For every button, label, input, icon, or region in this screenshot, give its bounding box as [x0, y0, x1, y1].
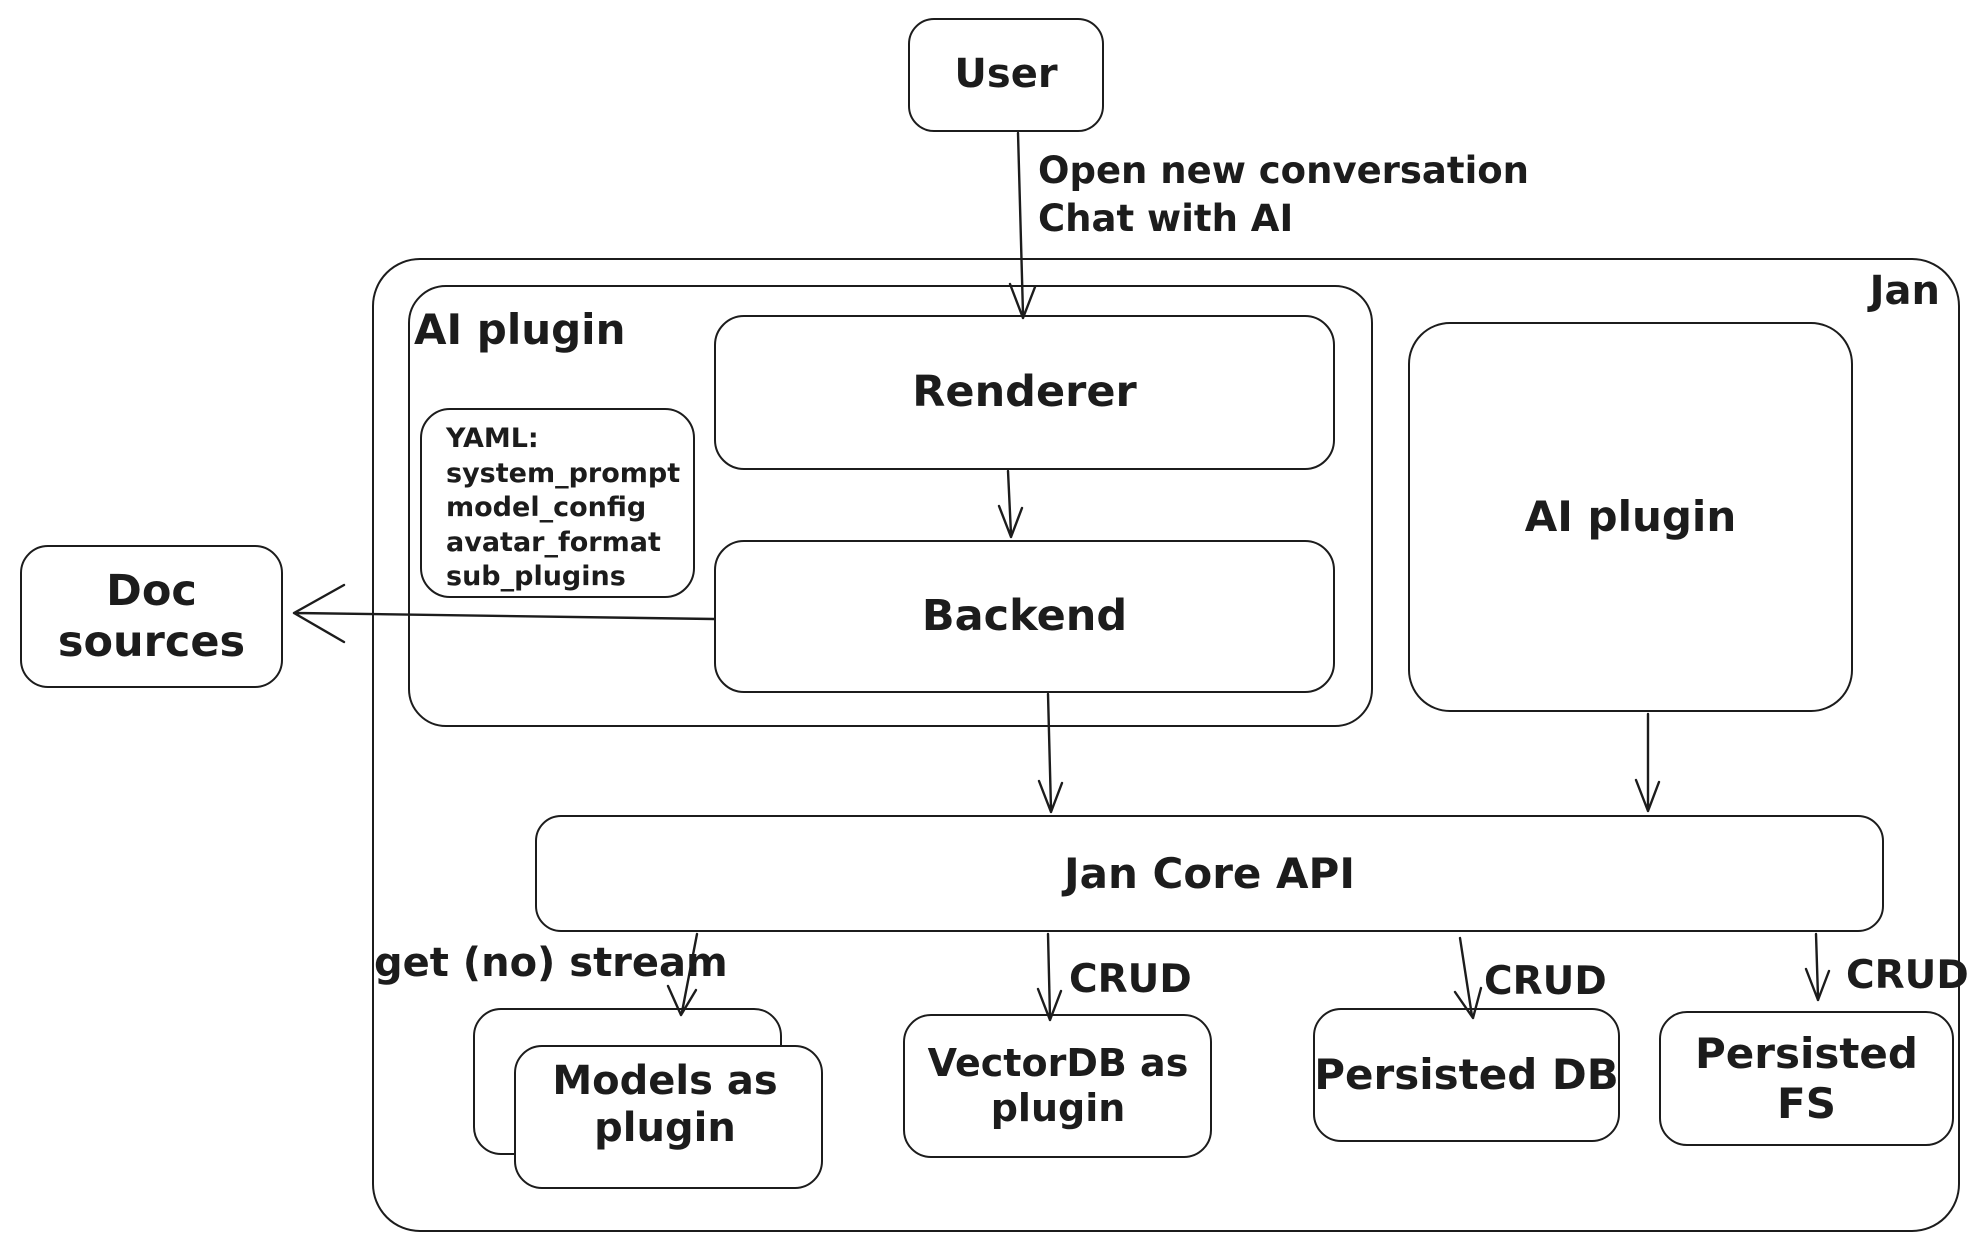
node-ai-plugin-right — [1408, 322, 1853, 712]
yaml-note-line: model_config — [446, 492, 647, 524]
yaml-note-text: YAML: system_prompt model_config avatar_… — [446, 422, 680, 595]
yaml-note-line: avatar_format — [446, 526, 661, 558]
node-user — [908, 18, 1104, 132]
backend-label: Backend — [921, 591, 1128, 642]
edge-label-chat-with-ai: Chat with AI — [1038, 197, 1294, 240]
edge-label-crud-vectordb: CRUD — [1069, 957, 1192, 1002]
edge-label-crud-persisted-db: CRUD — [1484, 959, 1607, 1004]
node-persisted-db — [1313, 1008, 1620, 1142]
node-yaml-note — [420, 408, 695, 598]
ai-plugin-group-label: AI plugin — [414, 305, 626, 354]
yaml-note-line: YAML: — [446, 423, 539, 454]
jan-label: Jan — [1869, 268, 1940, 314]
models-as-plugin-label: Models as plugin — [552, 1057, 778, 1151]
edge-label-open-new-conversation: Open new conversation — [1038, 149, 1530, 192]
persisted-db-label: Persisted DB — [1314, 1050, 1619, 1100]
node-jan-core-api — [535, 815, 1884, 932]
node-backend — [714, 540, 1335, 693]
user-label: User — [954, 51, 1058, 98]
yaml-note-line: sub_plugins — [446, 561, 626, 593]
node-models-as-plugin-front — [514, 1045, 823, 1189]
doc-sources-label: Doc sources — [57, 565, 246, 667]
edge-label-crud-persisted-fs: CRUD — [1846, 953, 1969, 998]
jan-core-api-label: Jan Core API — [1064, 848, 1355, 898]
persisted-fs-label: Persisted FS — [1694, 1028, 1918, 1128]
node-persisted-fs — [1659, 1011, 1954, 1146]
yaml-note-line: system_prompt — [446, 457, 681, 489]
renderer-label: Renderer — [912, 367, 1137, 418]
node-renderer — [714, 315, 1335, 470]
node-vectordb-as-plugin — [903, 1014, 1212, 1158]
node-doc-sources — [20, 545, 283, 688]
edge-label-get-no-stream: get (no) stream — [374, 940, 728, 986]
vectordb-as-plugin-label: VectorDB as plugin — [927, 1041, 1189, 1130]
ai-plugin-right-label: AI plugin — [1524, 492, 1737, 542]
